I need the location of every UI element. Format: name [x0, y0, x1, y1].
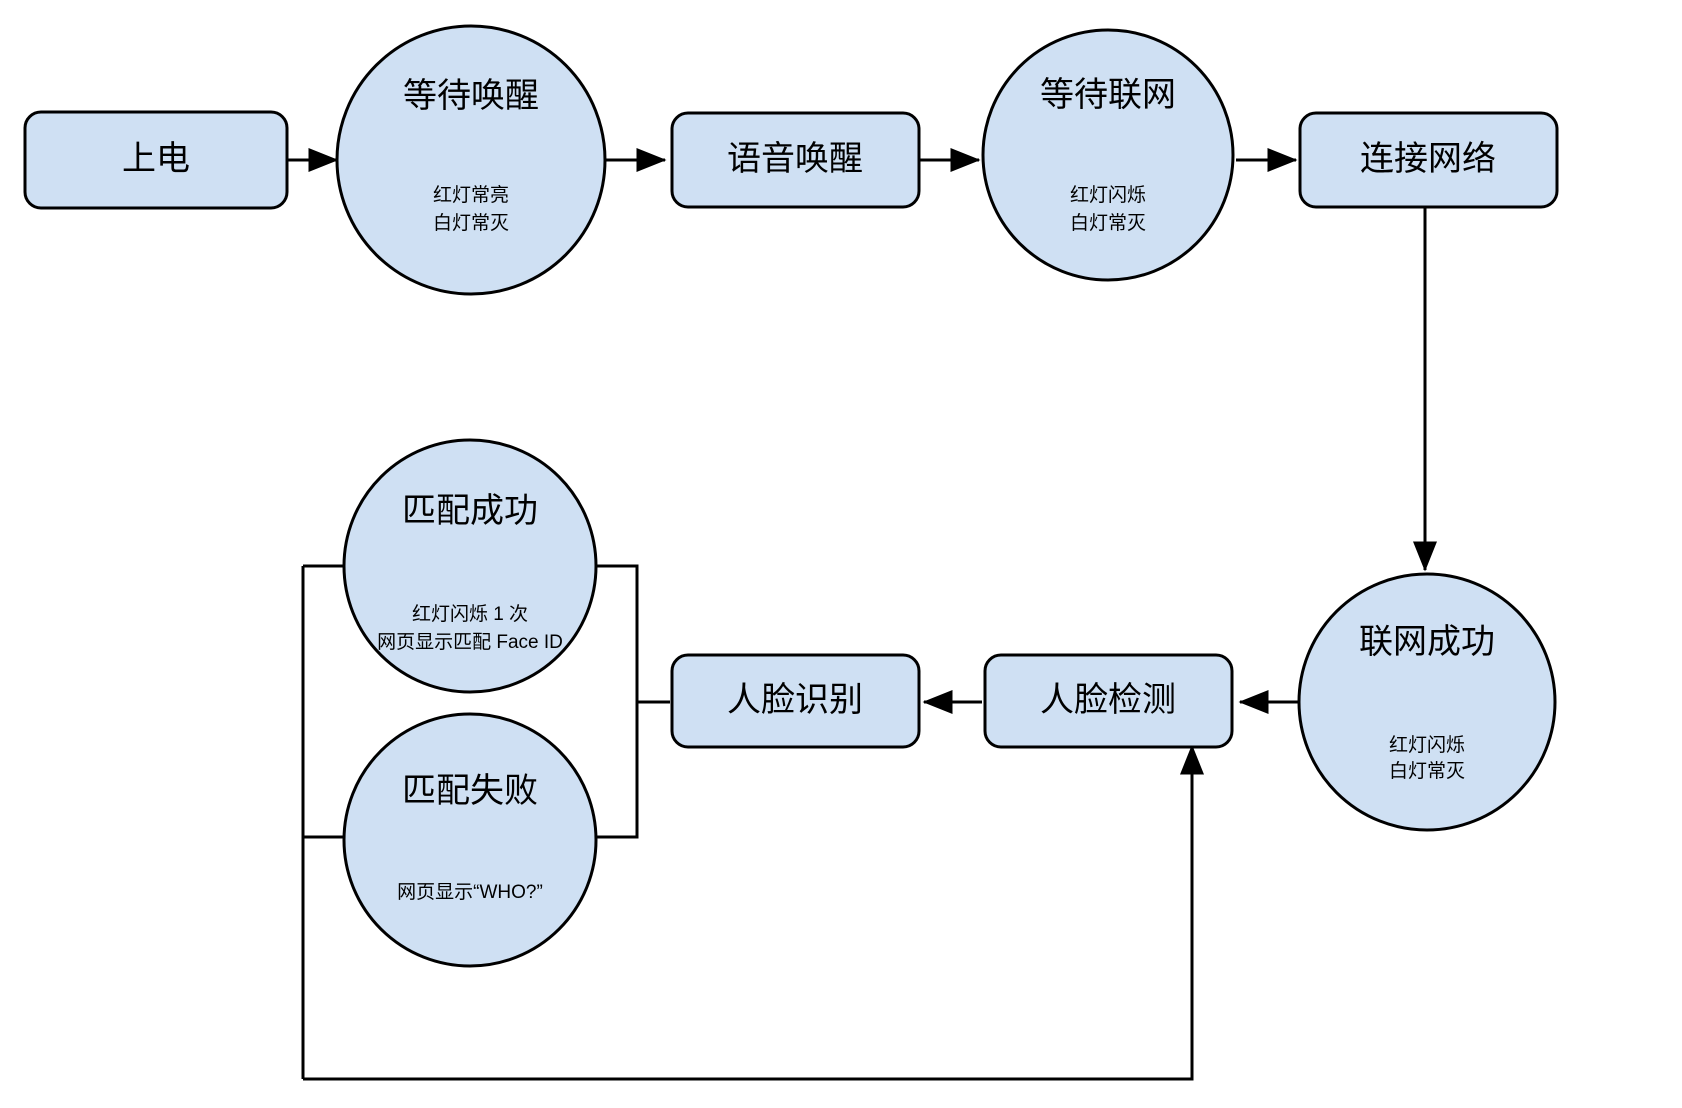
- node-match-success-shape[interactable]: [342, 438, 598, 694]
- node-power-on-shape[interactable]: [23, 110, 289, 210]
- node-match-fail-sub-line1: 网页显示“WHO?”: [397, 882, 543, 903]
- node-power-on[interactable]: 上电: [23, 110, 289, 210]
- node-connect-network-shape[interactable]: [1298, 111, 1559, 209]
- node-voice-wakeup-shape[interactable]: [670, 111, 921, 209]
- node-face-recognize-shape[interactable]: [670, 653, 921, 749]
- node-connect-network[interactable]: 连接网络: [1298, 111, 1559, 209]
- node-connect-network-label: 连接网络: [1360, 140, 1496, 178]
- node-wait-wakeup-shape[interactable]: [335, 24, 607, 296]
- node-wait-wakeup-sub-line1: 红灯常亮: [433, 184, 509, 206]
- node-network-success-sub-line1: 红灯闪烁: [1389, 734, 1465, 756]
- edge-feedback-loop-to-face-detect: [303, 744, 1204, 1081]
- node-wait-wakeup[interactable]: 等待唤醒 红灯常亮 白灯常灭: [335, 24, 607, 296]
- node-network-success-label: 联网成功: [1359, 623, 1495, 661]
- node-network-success-sub-line2: 白灯常灭: [1389, 760, 1465, 782]
- node-face-detect-shape[interactable]: [983, 653, 1234, 749]
- node-power-on-label: 上电: [122, 140, 190, 178]
- node-network-success-shape[interactable]: [1297, 572, 1557, 832]
- node-wait-network-sub-line2: 白灯常灭: [1070, 212, 1146, 234]
- node-face-detect-label: 人脸检测: [1040, 681, 1176, 719]
- node-wait-network-shape[interactable]: [981, 28, 1235, 282]
- node-wait-wakeup-sub-line2: 白灯常灭: [433, 212, 509, 234]
- node-voice-wakeup[interactable]: 语音唤醒: [670, 111, 921, 209]
- node-wait-network-label: 等待联网: [1040, 76, 1176, 114]
- node-face-recognize[interactable]: 人脸识别: [670, 653, 921, 749]
- node-wait-wakeup-label: 等待唤醒: [403, 77, 539, 115]
- node-match-success-sub-line2: 网页显示匹配 Face ID: [377, 632, 563, 653]
- node-match-success-label: 匹配成功: [402, 492, 538, 530]
- node-match-fail-label: 匹配失败: [402, 772, 538, 810]
- node-match-fail-shape[interactable]: [342, 712, 598, 968]
- node-wait-network-sub-line1: 红灯闪烁: [1070, 184, 1146, 206]
- edge-face-recognize-bracket-lower: [590, 702, 639, 839]
- node-match-success-sub-line1: 红灯闪烁 1 次: [412, 603, 528, 625]
- edge-face-recognize-to-results-bracket: [590, 564, 670, 704]
- node-match-fail[interactable]: 匹配失败 网页显示“WHO?”: [342, 712, 598, 968]
- node-wait-network[interactable]: 等待联网 红灯闪烁 白灯常灭: [981, 28, 1235, 282]
- node-face-recognize-label: 人脸识别: [727, 681, 863, 719]
- node-face-detect[interactable]: 人脸检测: [983, 653, 1234, 749]
- node-network-success[interactable]: 联网成功 红灯闪烁 白灯常灭: [1297, 572, 1557, 832]
- node-match-success[interactable]: 匹配成功 红灯闪烁 1 次 网页显示匹配 Face ID: [342, 438, 598, 694]
- node-voice-wakeup-label: 语音唤醒: [727, 140, 863, 178]
